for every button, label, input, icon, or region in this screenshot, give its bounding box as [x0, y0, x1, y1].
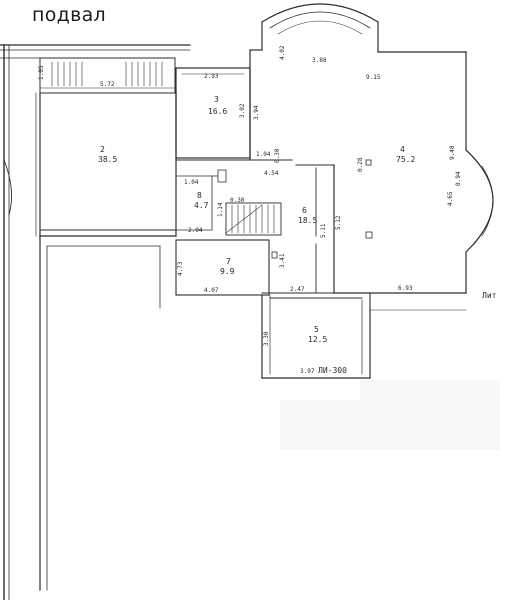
corridor-wall [39, 235, 177, 591]
dim-5-72: 5.72 [100, 81, 115, 88]
room-8-area: 4.7 [194, 201, 209, 210]
dim-3-94: 3.94 [253, 105, 260, 120]
dim-1-04-b: 1.04 [184, 179, 199, 186]
dim-2-93: 2.93 [204, 73, 219, 80]
dim-1-04-a: 1.04 [256, 151, 271, 158]
dimension-labels: 1.05 5.72 2.93 3.88 9.15 4.02 3.94 3.02 … [38, 45, 497, 375]
room-4-number: 4 [400, 145, 405, 154]
middle-stairs [225, 202, 282, 236]
scan-artifacts [280, 380, 500, 450]
room-2-number: 2 [100, 145, 105, 154]
dim-3-88: 3.88 [312, 57, 327, 64]
dim-4-07: 4.07 [204, 287, 219, 294]
left-outer-wall [0, 44, 191, 600]
room-5-number: 5 [314, 325, 319, 334]
dim-1-14: 1.14 [217, 202, 224, 217]
dim-5-11: 5.11 [320, 223, 327, 238]
dim-9-40: 9.40 [449, 145, 456, 160]
top-stairs [39, 57, 176, 94]
dim-0-30: 0.30 [274, 148, 281, 163]
room-7-number: 7 [226, 257, 231, 266]
dim-4-54: 4.54 [264, 170, 279, 177]
room-labels: 2 38.5 3 16.6 4 75.2 5 12.5 6 18.5 7 9.9… [98, 95, 415, 344]
room-2-area: 38.5 [98, 155, 117, 164]
dim-0-30-b: 0.30 [230, 197, 245, 204]
room-8-number: 8 [197, 191, 202, 200]
dim-3-41: 3.41 [279, 253, 286, 268]
section-mark: ЛИ-300 [318, 366, 347, 375]
room-3-area: 16.6 [208, 107, 227, 116]
room-6-area: 18.5 [298, 216, 317, 225]
dim-2-47: 2.47 [290, 286, 305, 293]
room-4-walls [249, 3, 494, 311]
room-3-number: 3 [214, 95, 219, 104]
dim-3-97: 3.97 [300, 368, 315, 375]
room-4-area: 75.2 [396, 155, 415, 164]
room-2-walls [35, 92, 177, 237]
room-5-walls [175, 292, 371, 379]
dim-5-12: 5.12 [335, 215, 342, 230]
dim-1-05: 1.05 [38, 65, 45, 80]
dim-2-04: 2.04 [188, 227, 203, 234]
dim-4-73: 4.73 [177, 261, 184, 276]
dim-6-93: 6.93 [398, 285, 413, 292]
room-6-number: 6 [302, 206, 307, 215]
room-7-area: 9.9 [220, 267, 235, 276]
dim-9-15: 9.15 [366, 74, 381, 81]
dim-3-30: 3.30 [263, 331, 270, 346]
room-5-area: 12.5 [308, 335, 327, 344]
dim-4-02: 4.02 [279, 45, 286, 60]
dim-3-02: 3.02 [239, 103, 246, 118]
page-title: подвал [32, 4, 106, 26]
dim-0-94: 0.94 [455, 171, 462, 186]
dim-4-65: 4.65 [447, 191, 454, 206]
edge-note: Лит [482, 291, 497, 300]
dim-0-28: 0.28 [357, 157, 364, 172]
room-6-walls [175, 159, 335, 294]
